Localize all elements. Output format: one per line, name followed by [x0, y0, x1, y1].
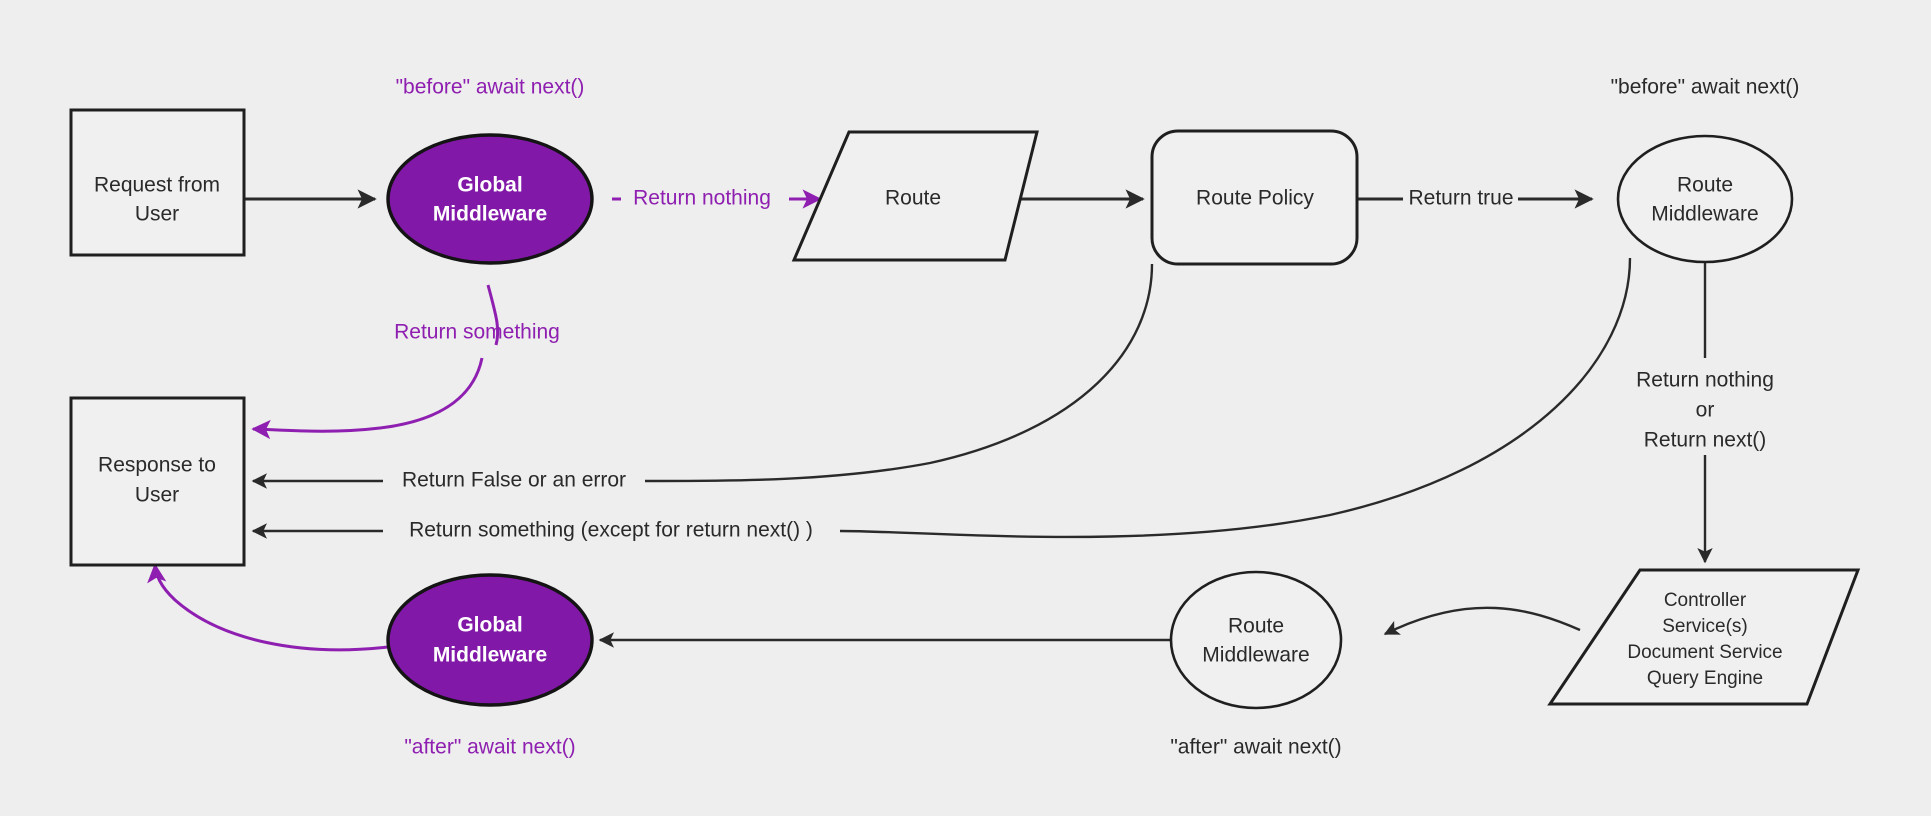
- request-from-user-label-line2: User: [135, 203, 179, 226]
- route-policy-label: Route Policy: [1196, 187, 1314, 210]
- global-middleware-bottom-label-line1: Global: [457, 614, 522, 637]
- node-response-to-user[interactable]: Response to User: [69, 396, 246, 567]
- edge-global-middleware-to-response-return-something: [251, 357, 484, 440]
- controller-services-label-line2: Service(s): [1662, 616, 1748, 637]
- global-middleware-top-label-line1: Global: [457, 174, 522, 197]
- edge-route-middleware-to-response-something-curve: [839, 257, 1632, 539]
- node-global-middleware-top[interactable]: Global Middleware: [386, 133, 594, 265]
- annotation-after-await-next-route: "after" await next(): [1170, 736, 1341, 759]
- controller-services-label-line1: Controller: [1664, 590, 1747, 611]
- controller-services-label-line4: Query Engine: [1647, 668, 1763, 689]
- response-to-user-label-line2: User: [135, 484, 179, 507]
- controller-services-parallelogram: [1547, 568, 1861, 706]
- route-middleware-bottom-label-line1: Route: [1228, 615, 1284, 638]
- edge-label-return-nothing: Return nothing: [633, 187, 771, 210]
- response-to-user-label-line1: Response to: [98, 454, 216, 477]
- edge-label-return-nothing-or-line2: or: [1696, 399, 1715, 422]
- controller-services-label-line3: Document Service: [1627, 642, 1782, 663]
- edge-label-return-nothing-or-line3: Return next(): [1644, 429, 1767, 452]
- edge-label-return-false-or-error: Return False or an error: [402, 469, 626, 492]
- edge-route-policy-to-response-error-curve: [644, 263, 1154, 483]
- edge-label-return-true: Return true: [1408, 187, 1513, 210]
- node-route-middleware-bottom[interactable]: Route Middleware: [1169, 570, 1343, 710]
- global-middleware-bottom-ellipse: [386, 573, 594, 707]
- route-label: Route: [885, 187, 941, 210]
- global-middleware-top-ellipse: [386, 133, 594, 265]
- edge-global-middleware-bottom-to-response: [147, 563, 389, 652]
- node-route-policy[interactable]: Route Policy: [1150, 129, 1359, 266]
- edge-label-return-nothing-or-line1: Return nothing: [1636, 369, 1774, 392]
- global-middleware-bottom-label-line2: Middleware: [433, 644, 547, 667]
- route-parallelogram: [791, 130, 1039, 262]
- edge-label-return-something: Return something: [394, 321, 560, 344]
- route-middleware-top-label-line1: Route: [1677, 174, 1733, 197]
- annotation-before-await-next-route: "before" await next(): [1611, 76, 1800, 99]
- response-to-user-box: [69, 396, 246, 567]
- request-from-user-label-line1: Request from: [94, 174, 220, 197]
- node-route-middleware-top[interactable]: Route Middleware: [1616, 134, 1794, 264]
- route-middleware-top-label-line2: Middleware: [1651, 203, 1758, 226]
- global-middleware-top-label-line2: Middleware: [433, 203, 547, 226]
- node-global-middleware-bottom[interactable]: Global Middleware: [386, 573, 594, 707]
- route-policy-box: [1150, 129, 1359, 266]
- edge-label-return-something-except: Return something (except for return next…: [409, 519, 813, 542]
- annotation-after-await-next-global: "after" await next(): [404, 736, 575, 759]
- annotation-before-await-next-global: "before" await next(): [396, 76, 585, 99]
- route-middleware-bottom-ellipse: [1169, 570, 1343, 710]
- edge-controller-to-route-middleware-bottom: [1383, 606, 1581, 636]
- edge-global-middleware-return-something-stub: [486, 284, 500, 346]
- route-middleware-top-ellipse: [1616, 134, 1794, 264]
- route-middleware-bottom-label-line2: Middleware: [1202, 644, 1309, 667]
- node-controller-services[interactable]: Controller Service(s) Document Service Q…: [1547, 568, 1861, 706]
- node-route[interactable]: Route: [791, 130, 1039, 262]
- node-request-from-user[interactable]: Request from User: [69, 108, 246, 257]
- request-from-user-box: [69, 108, 246, 257]
